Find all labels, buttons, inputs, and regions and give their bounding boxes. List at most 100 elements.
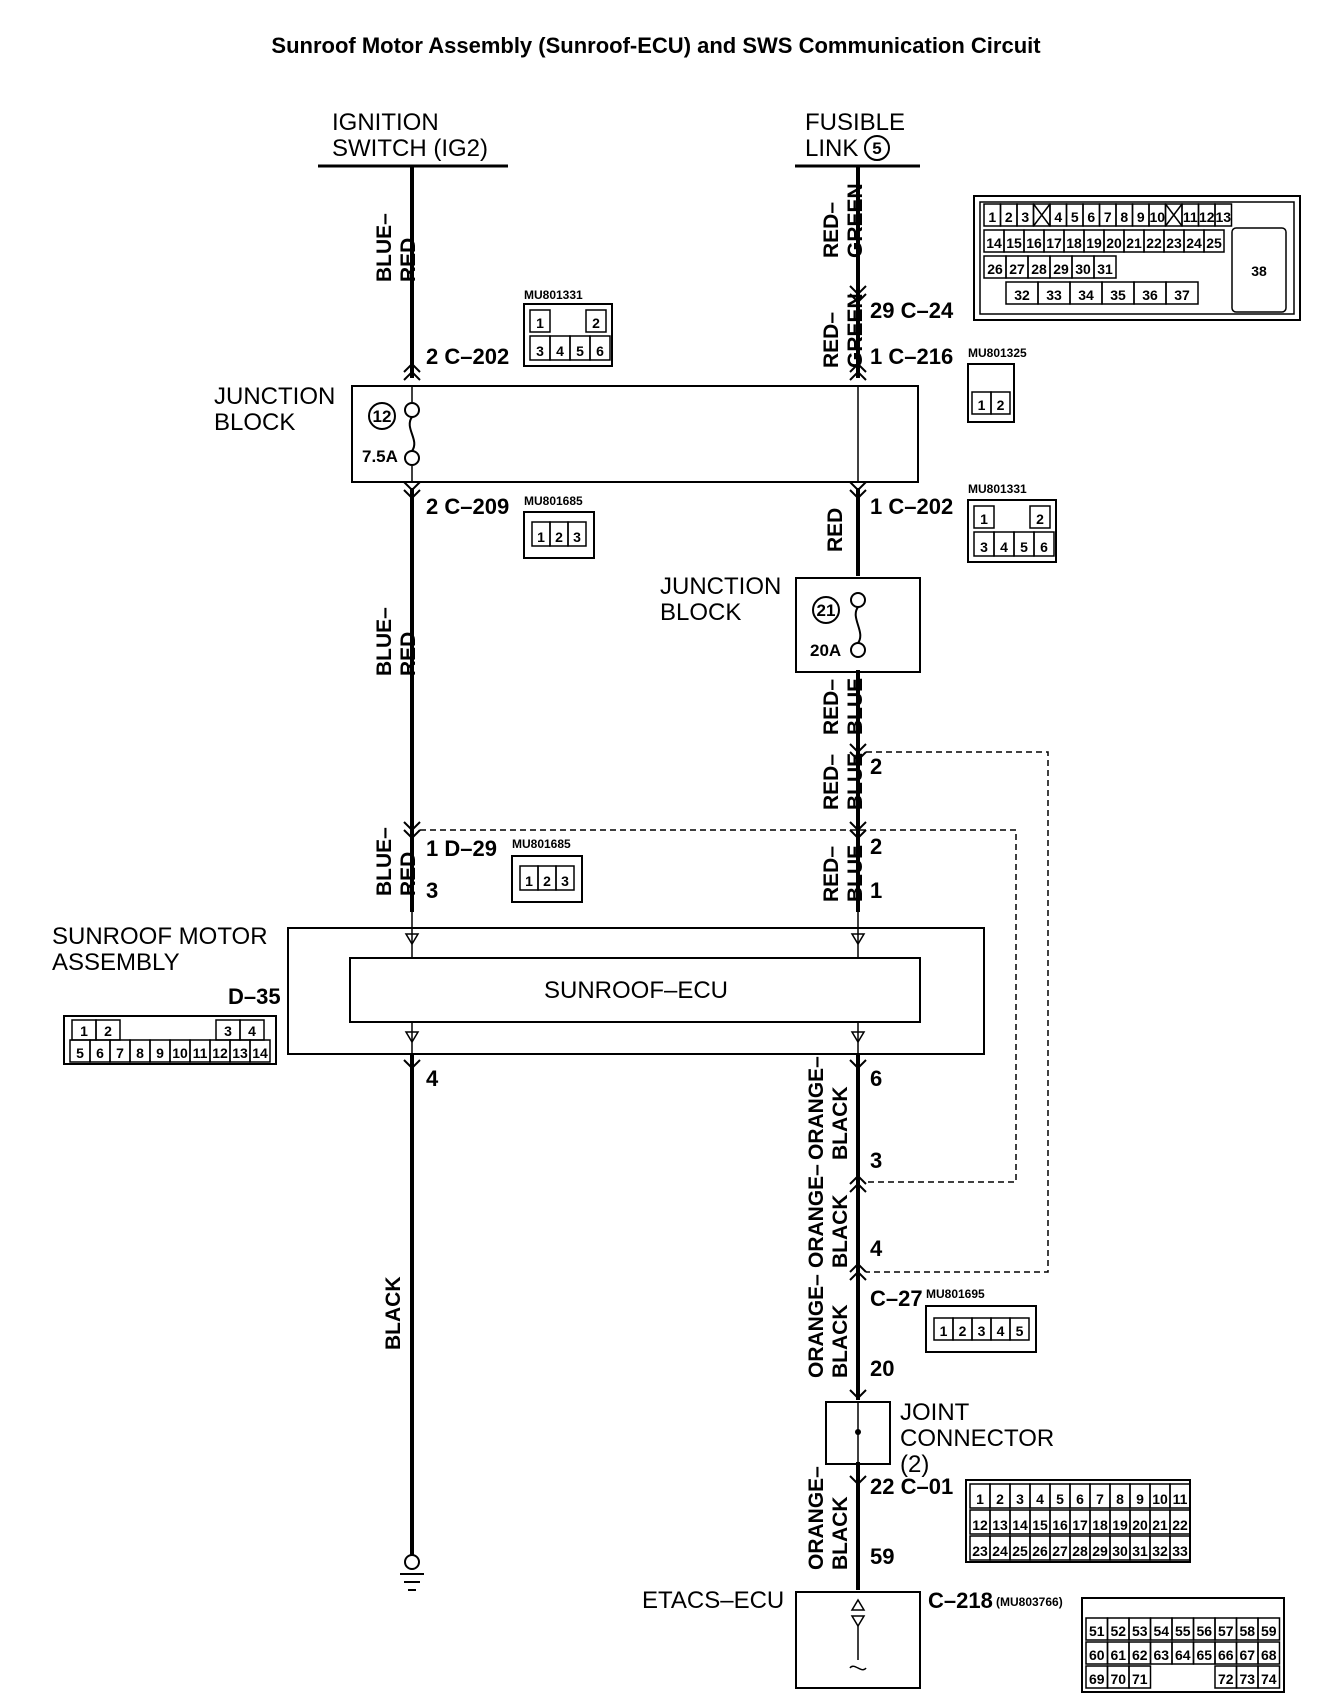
wire-label-orange-black-3: ORANGE– BLACK [805, 1274, 852, 1378]
sunroof-motor-assembly-box [287, 927, 985, 1055]
connector-c24-label: 29 C–24 [870, 298, 954, 323]
c01-cell-13: 13 [992, 1517, 1008, 1533]
c01-cell-32: 32 [1152, 1543, 1168, 1559]
wire-label-blue-red-1: BLUE– RED [373, 213, 420, 282]
svg-text:RED–: RED– [820, 754, 843, 810]
fuse-12-rating: 7.5A [362, 447, 398, 466]
connector-c27-label: C–27 [870, 1286, 923, 1311]
c24-cell-1: 1 [988, 209, 996, 225]
wire-label-orange-black-2: ORANGE– BLACK [805, 1164, 852, 1268]
svg-text:BLACK: BLACK [829, 1195, 852, 1269]
c216-cell-1: 1 [978, 397, 986, 413]
c24-cell-37: 37 [1174, 287, 1190, 303]
c202b-cell-1: 1 [980, 511, 988, 527]
d35-cell-11: 11 [193, 1045, 208, 1061]
c24-cell-14: 14 [986, 235, 1002, 251]
svg-text:BLUE–: BLUE– [373, 213, 396, 282]
c24-cell-33: 33 [1046, 287, 1062, 303]
d29-cell-2: 2 [543, 873, 551, 889]
c27-cell-3: 3 [978, 1323, 986, 1339]
c24-cell-8: 8 [1120, 209, 1128, 225]
c209-outline [523, 511, 595, 559]
c202-cell-3: 3 [536, 343, 544, 359]
part-number-c209: MU801685 [524, 494, 583, 508]
fuse-21-element [854, 606, 862, 644]
sunroof-ecu-label: SUNROOF–ECU [544, 977, 728, 1004]
svg-text:BLUE–: BLUE– [373, 827, 396, 896]
part-number-d29: MU801685 [512, 837, 571, 851]
c24-cell-17: 17 [1046, 235, 1062, 251]
c24-cell-frame [1203, 229, 1225, 253]
fuse-21-rating: 20A [810, 641, 841, 660]
svg-text:RED–: RED– [820, 679, 843, 735]
sunroof-motor-label-2: ASSEMBLY [52, 949, 180, 976]
c01-cell-24: 24 [992, 1543, 1008, 1559]
c202b-cell-6: 6 [1040, 539, 1048, 555]
d29-cell-3: 3 [561, 873, 569, 889]
c218-cell-65: 65 [1196, 1647, 1212, 1663]
connector-c218-part: (MU803766) [996, 1595, 1063, 1609]
c24-cell-28: 28 [1031, 261, 1047, 277]
c202b-cell-frame [1033, 531, 1055, 557]
c01-cell-31: 31 [1132, 1543, 1148, 1559]
svg-text:BLUE: BLUE [844, 753, 867, 810]
c218-cell-frame [1128, 1665, 1152, 1689]
c01-cell-1: 1 [976, 1491, 984, 1507]
c218-cell-61: 61 [1110, 1647, 1126, 1663]
c01-cell-12: 12 [972, 1517, 988, 1533]
c27-cell-2: 2 [959, 1323, 967, 1339]
svg-text:ORANGE–: ORANGE– [805, 1164, 828, 1268]
c202b-cell-5: 5 [1020, 539, 1028, 555]
svg-text:BLUE: BLUE [844, 678, 867, 735]
c01-cell-26: 26 [1032, 1543, 1048, 1559]
c01-cell-20: 20 [1132, 1517, 1148, 1533]
d35-cell-5: 5 [76, 1045, 84, 1061]
wire-label-orange-black-4: ORANGE– BLACK [805, 1466, 852, 1570]
fuse-21-number: 21 [817, 601, 836, 620]
wire-label-red-blue-1: RED– BLUE [820, 678, 867, 735]
c24-cell-10: 10 [1149, 209, 1165, 225]
svg-text:GREEN: GREEN [844, 183, 867, 258]
connector-d29-label: 1 D–29 [426, 836, 497, 861]
c218-cell-73: 73 [1239, 1671, 1255, 1687]
wire-label-red-blue-2: RED– BLUE [820, 753, 867, 810]
c24-cell-15: 15 [1006, 235, 1022, 251]
c01-cell-2: 2 [996, 1491, 1004, 1507]
c218-cell-74: 74 [1261, 1671, 1277, 1687]
c202b-cell-3: 3 [980, 539, 988, 555]
c01-cell-19: 19 [1112, 1517, 1128, 1533]
c209-cell-2: 2 [555, 529, 563, 545]
junction-block-label: JUNCTION [214, 383, 335, 410]
c216-cell-frame [990, 391, 1011, 415]
junction-block-box [351, 385, 919, 483]
c24-cell-32: 32 [1014, 287, 1030, 303]
c218-cell-67: 67 [1239, 1647, 1255, 1663]
c218-cell-57: 57 [1218, 1623, 1234, 1639]
c24-cell-23: 23 [1166, 235, 1182, 251]
d29-outline [511, 855, 583, 903]
c218-cell-72: 72 [1218, 1671, 1234, 1687]
fusible-link-number: 5 [872, 139, 881, 158]
c218-cell-59: 59 [1261, 1623, 1277, 1639]
c202-cell-frame [585, 309, 607, 333]
c24-cell-frame [1214, 203, 1233, 227]
c01-cell-14: 14 [1012, 1517, 1028, 1533]
c01-cell-28: 28 [1072, 1543, 1088, 1559]
c01-cell-5: 5 [1056, 1491, 1064, 1507]
svg-text:RED: RED [397, 632, 420, 676]
c218-cell-55: 55 [1175, 1623, 1191, 1639]
d35-cell-2: 2 [104, 1023, 112, 1039]
c24-cell-36: 36 [1142, 287, 1158, 303]
c218-cell-53: 53 [1132, 1623, 1148, 1639]
svg-text:ORANGE–: ORANGE– [805, 1466, 828, 1570]
c01-cell-4: 4 [1036, 1491, 1044, 1507]
c01-cell-33: 33 [1172, 1543, 1188, 1559]
c202-cell-2: 2 [592, 315, 600, 331]
c24-cell-25: 25 [1206, 235, 1222, 251]
